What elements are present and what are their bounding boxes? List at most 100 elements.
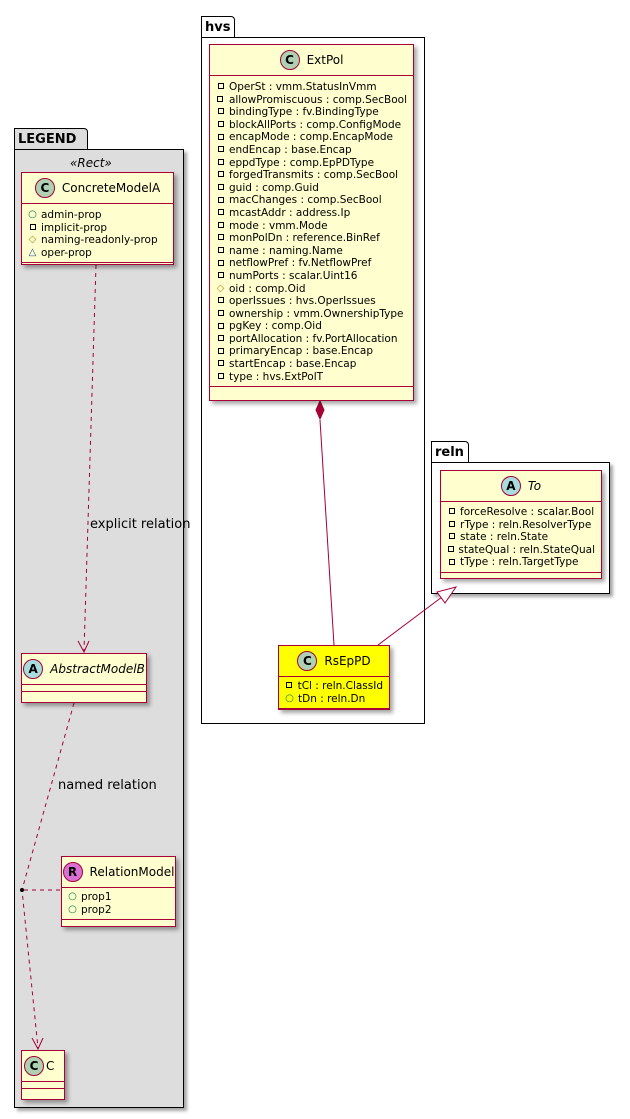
attribute-row: macChanges : comp.SecBool: [216, 194, 407, 207]
private-icon: [216, 271, 225, 281]
private-icon: [216, 233, 225, 243]
private-icon: [447, 532, 456, 542]
attribute-text: pgKey : comp.Oid: [229, 320, 322, 333]
class-r-icon: R: [62, 862, 83, 882]
attribute-text: state : reln.State: [460, 531, 549, 544]
method-list: [22, 1089, 64, 1095]
attribute-text: oper-prop: [41, 246, 92, 259]
inheritance-triangle: [436, 586, 458, 604]
class-c-icon: C: [24, 1056, 44, 1076]
attribute-row: tType : reln.TargetType: [447, 556, 595, 569]
class-c-icon: C: [279, 50, 300, 70]
class-name: ExtPol: [306, 53, 344, 67]
attribute-text: tCl : reln.ClassId: [297, 680, 383, 692]
attribute-row: encapMode : comp.EncapMode: [216, 131, 407, 144]
class-abstract-model-b[interactable]: A AbstractModelB: [21, 653, 147, 703]
private-icon: [216, 259, 225, 269]
class-header: C C: [22, 1051, 64, 1082]
legend-package: LEGEND: [14, 128, 184, 1108]
class-concrete-model-a[interactable]: C ConcreteModelA ○admin-prop implicit-pr…: [21, 172, 174, 265]
attribute-row: operIssues : hvs.OperIssues: [216, 295, 407, 308]
public-icon: ○: [285, 692, 294, 704]
reln-package-tab: reln: [431, 441, 469, 463]
package-icon: △: [28, 247, 37, 259]
attribute-text: guid : comp.Guid: [229, 181, 319, 194]
private-icon: [216, 107, 225, 117]
private-icon: [216, 208, 225, 218]
attribute-text: mode : vmm.Mode: [229, 219, 328, 232]
legend-stereotype: «Rect»: [70, 156, 112, 170]
class-rs-ep-pd[interactable]: C RsEpPD tCl : reln.ClassId ○tDn : reln.…: [278, 645, 390, 710]
private-icon: [216, 359, 225, 369]
attribute-row: allowPromiscuous : comp.SecBool: [216, 94, 407, 107]
attribute-row: eppdType : comp.EpPDType: [216, 157, 407, 170]
private-icon: [216, 196, 225, 206]
class-name: RelationModel: [89, 865, 175, 879]
class-relation-model[interactable]: R RelationModel ○prop1 ○prop2: [61, 856, 176, 927]
attribute-text: blockAllPorts : comp.ConfigMode: [229, 118, 402, 131]
attribute-row: mode : vmm.Mode: [216, 220, 407, 233]
attribute-row: bindingType : fv.BindingType: [216, 106, 407, 119]
attribute-text: forceResolve : scalar.Bool: [460, 506, 595, 518]
attribute-row: forgedTransmits : comp.SecBool: [216, 169, 407, 182]
method-list: [279, 709, 389, 715]
composition-diamond: [315, 399, 325, 421]
attribute-text: name : naming.Name: [229, 244, 343, 257]
attribute-text: stateQual : reln.StateQual: [458, 543, 595, 556]
class-name: To: [527, 479, 542, 493]
attribute-row: forceResolve : scalar.Bool: [447, 506, 595, 519]
private-icon: [216, 221, 225, 231]
attribute-row: ○admin-prop: [28, 209, 167, 222]
private-icon: [216, 170, 225, 180]
legend-package-tab: LEGEND: [14, 128, 88, 150]
attribute-text: portAllocation : fv.PortAllocation: [229, 332, 398, 345]
attribute-list: [22, 685, 146, 692]
attribute-row: primaryEncap : base.Encap: [216, 345, 407, 358]
private-icon: [216, 183, 225, 193]
attribute-row: ○prop2: [68, 904, 169, 917]
attribute-row: OperSt : vmm.StatusInVmm: [216, 81, 407, 94]
attribute-text: netflowPref : fv.NetflowPref: [229, 257, 372, 270]
attribute-list: tCl : reln.ClassId ○ tDn : reln.Dn: [279, 677, 389, 710]
public-icon: ○: [68, 891, 77, 903]
attribute-text: tType : reln.TargetType: [460, 556, 579, 569]
class-c[interactable]: C C: [21, 1050, 65, 1100]
private-icon: [447, 520, 456, 530]
private-icon: [216, 296, 225, 306]
attribute-row: monPolDn : reference.BinRef: [216, 232, 407, 245]
class-header: C ExtPol: [210, 45, 413, 76]
attribute-text: allowPromiscuous : comp.SecBool: [228, 93, 407, 106]
attribute-row: netflowPref : fv.NetflowPref: [216, 257, 407, 270]
attribute-text: implicit-prop: [41, 221, 108, 234]
attribute-row: blockAllPorts : comp.ConfigMode: [216, 119, 407, 132]
class-a-icon: A: [500, 476, 521, 496]
attribute-row: rType : reln.ResolverType: [447, 519, 595, 532]
attribute-text: forgedTransmits : comp.SecBool: [229, 169, 399, 182]
explicit-relation-arrow: [77, 640, 90, 654]
association-dot: [20, 888, 24, 892]
attribute-text: operIssues : hvs.OperIssues: [229, 295, 376, 308]
class-c-icon: C: [297, 651, 318, 671]
private-icon: [216, 145, 225, 155]
attribute-text: mcastAddr : address.Ip: [229, 206, 351, 219]
attribute-list: ○prop1 ○prop2: [62, 888, 175, 921]
explicit-relation-label: explicit relation: [90, 517, 191, 532]
class-header: A To: [441, 471, 601, 502]
private-icon: [216, 120, 225, 130]
attribute-row: pgKey : comp.Oid: [216, 320, 407, 333]
private-icon: [216, 95, 225, 105]
hvs-package-tab: hvs: [201, 16, 235, 38]
private-icon: [216, 158, 225, 168]
named-relation-arrow: [31, 1037, 44, 1051]
class-name: AbstractModelB: [50, 662, 145, 676]
private-icon: [216, 246, 225, 256]
attribute-text: tDn : reln.Dn: [298, 692, 366, 705]
attribute-row: ownership : vmm.OwnershipType: [216, 308, 407, 321]
attribute-row: △ oper-prop: [28, 247, 167, 260]
attribute-row: tCl : reln.ClassId: [285, 680, 383, 693]
attribute-row: stateQual : reln.StateQual: [447, 544, 595, 557]
attribute-text: endEncap : base.Encap: [229, 143, 352, 156]
